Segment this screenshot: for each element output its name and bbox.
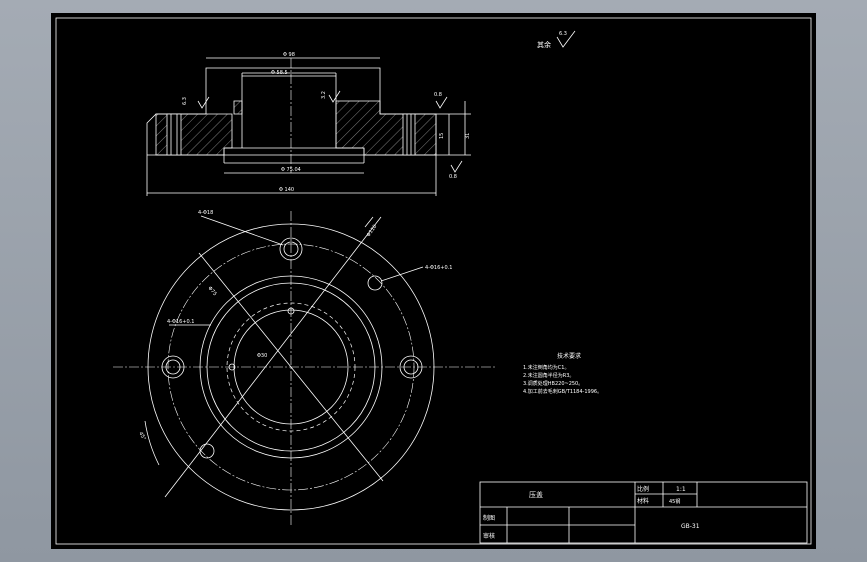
section-hatch-left-upper bbox=[233, 100, 243, 115]
roughness-left-icon bbox=[197, 96, 210, 109]
small-hole-left bbox=[228, 363, 236, 371]
drafter-label: 制图 bbox=[483, 514, 495, 522]
tech-req-item: 3.调质处理HB220~250。 bbox=[523, 380, 583, 387]
section-view: Φ 98 Φ 58.5 Φ 75.04 Φ 140 15 31 6.3 3.2 … bbox=[146, 52, 471, 196]
roughness-right-bottom: 0.8 bbox=[449, 174, 457, 180]
technical-requirements: 技术要求 1.未注倒角均为C1。 2.未注圆角半径为R3。 3.调质处理HB22… bbox=[523, 352, 602, 395]
tech-req-title: 技术要求 bbox=[557, 352, 581, 360]
bolt-hole-top bbox=[279, 237, 303, 261]
bolt-circle bbox=[167, 243, 415, 491]
drawing-number: GB-31 bbox=[681, 523, 700, 530]
section-outline bbox=[146, 67, 437, 156]
surface-finish-note: 其余 6.3 bbox=[537, 30, 576, 49]
roughness-left: 6.3 bbox=[182, 97, 188, 105]
roughness-right-top: 0.8 bbox=[434, 92, 442, 98]
label-pcd: Φ110 bbox=[366, 224, 379, 238]
cad-drawing: 其余 6.3 Φ 98 Φ 58.5 Φ 75.04 bbox=[55, 17, 812, 545]
label-hole-count: 4-Φ18 bbox=[198, 210, 213, 216]
dim-flange-outer: Φ 140 bbox=[279, 187, 294, 193]
label-center: Φ30 bbox=[257, 353, 267, 359]
dim-bore: Φ 58.5 bbox=[271, 70, 288, 76]
surface-finish-value: 6.3 bbox=[559, 31, 567, 37]
material-label: 材料 bbox=[637, 497, 649, 505]
dim-height-inner: 15 bbox=[439, 133, 445, 139]
roughness-symbol-icon bbox=[556, 30, 576, 48]
pin-hole-upper-right bbox=[367, 275, 383, 291]
tech-req-item: 2.未注圆角半径为R3。 bbox=[523, 372, 574, 379]
bolt-hole-left bbox=[161, 355, 185, 379]
label-angle: 45° bbox=[137, 431, 147, 442]
title-block: 压盖 比例 1:1 材料 45钢 制图 审核 GB-31 bbox=[479, 481, 808, 544]
flange-outer-circle bbox=[147, 223, 435, 511]
small-hole-top bbox=[287, 307, 295, 315]
scale-label: 比例 bbox=[637, 485, 649, 493]
roughness-bore-icon bbox=[328, 90, 341, 103]
tech-req-item: 1.未注倒角均为C1。 bbox=[523, 364, 569, 371]
scale-value: 1:1 bbox=[676, 486, 686, 493]
inner-border bbox=[55, 17, 812, 545]
material-value: 45钢 bbox=[669, 498, 680, 505]
dim-top-outer: Φ 98 bbox=[283, 52, 295, 58]
section-hatch-right bbox=[335, 100, 437, 156]
label-hole-tol-right: 4-Φ16+0.1 bbox=[425, 265, 452, 271]
tech-req-item: 4.加工前去毛刺GB/T1184-1996。 bbox=[523, 388, 602, 395]
bolt-hole-right bbox=[399, 355, 423, 379]
dim-recess: Φ 75.04 bbox=[281, 167, 301, 173]
part-name: 压盖 bbox=[529, 490, 543, 499]
plan-view: 4-Φ18 Φ110 4-Φ16+0.1 Φ75 4-Φ16+0.1 Φ30 4… bbox=[113, 210, 497, 525]
dim-height-outer: 31 bbox=[465, 133, 471, 139]
checker-label: 审核 bbox=[483, 532, 495, 540]
roughness-right-bottom-icon bbox=[450, 160, 463, 173]
pin-hole-lower-left bbox=[199, 443, 215, 459]
label-hole-tol-left: 4-Φ16+0.1 bbox=[167, 319, 194, 325]
label-inner-dia: Φ75 bbox=[206, 285, 217, 297]
drawing-sheet: 其余 6.3 Φ 98 Φ 58.5 Φ 75.04 bbox=[51, 13, 816, 549]
surface-finish-label: 其余 bbox=[537, 40, 551, 49]
roughness-right-top-icon bbox=[435, 96, 448, 109]
roughness-bore: 3.2 bbox=[321, 91, 327, 99]
